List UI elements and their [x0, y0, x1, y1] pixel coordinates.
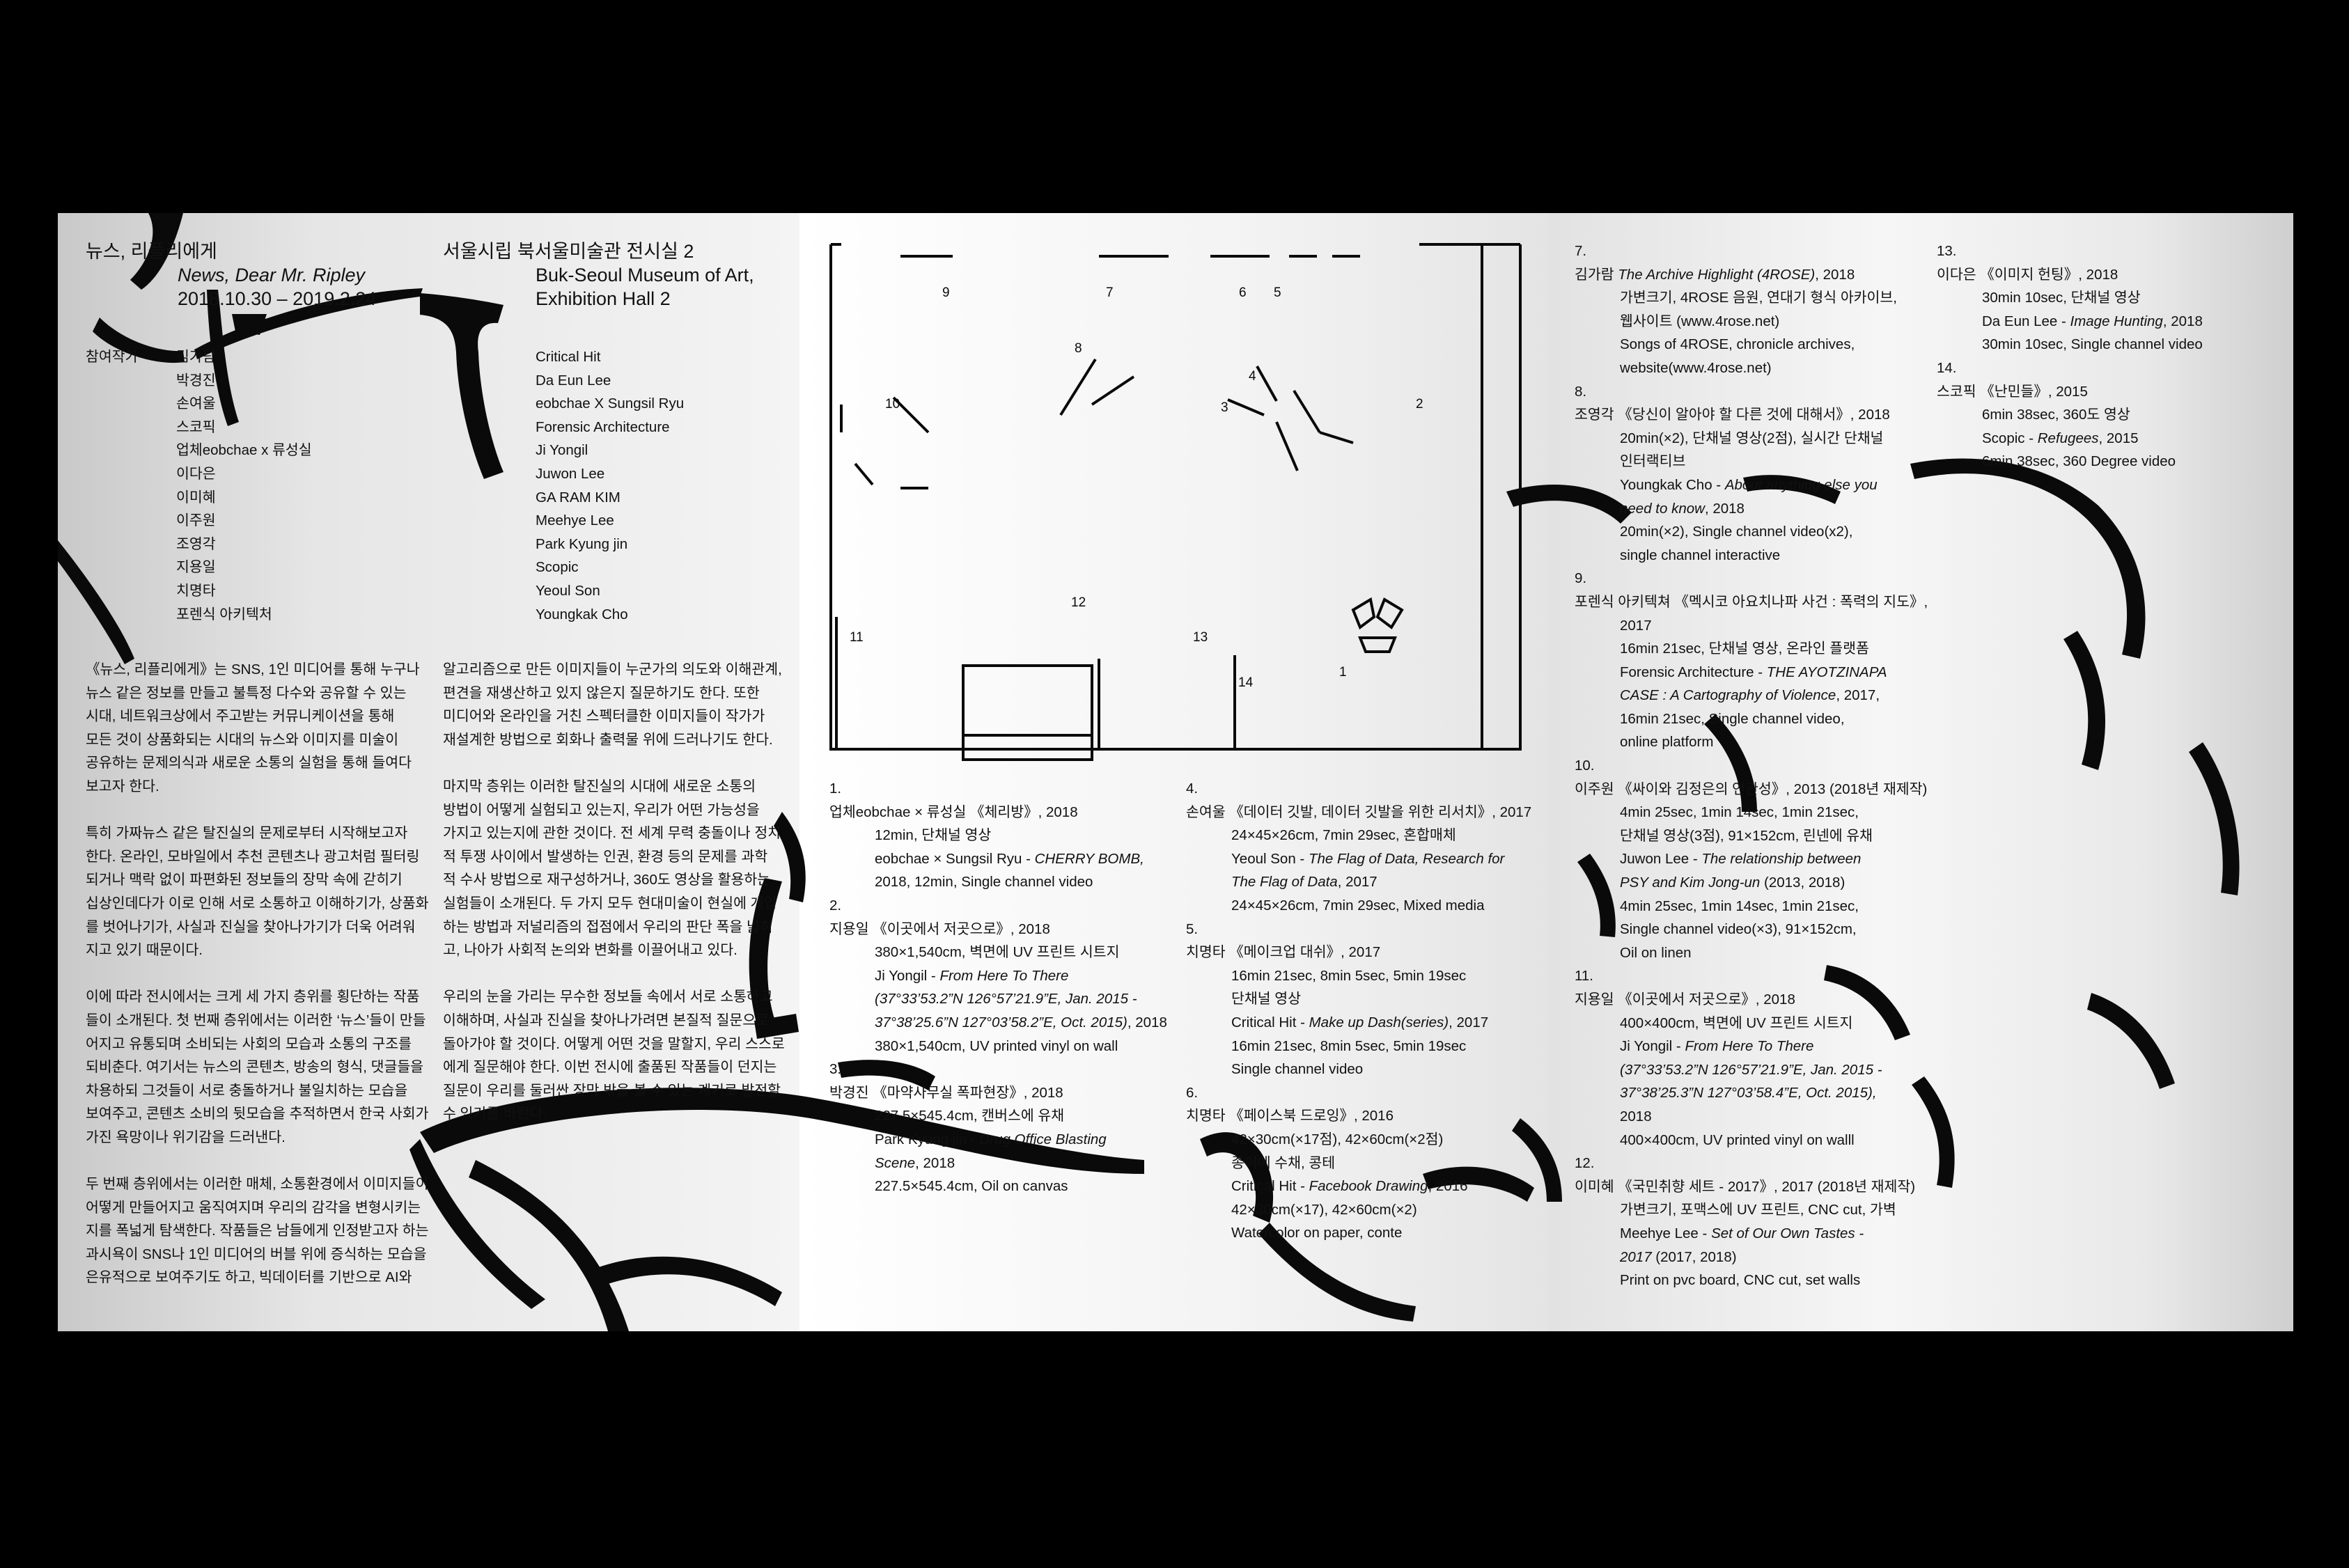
exhibition-dates: 2018.10.30 – 2019.2.24	[178, 288, 377, 309]
floor-plan-number: 5	[1274, 285, 1281, 300]
artist-name: 업체eobchae x 류성실	[176, 442, 312, 459]
floor-plan: 9 7 6 5 4 8 10 3 2 12 11 13 14 1	[829, 243, 1522, 761]
exhibition-title-en: News, Dear Mr. Ripley	[178, 265, 366, 285]
venue-ko: 서울시립 북서울미술관 전시실 2	[443, 241, 694, 262]
work-entry: 10.이주원 《싸이와 김정은의 연관성》, 2013 (2018년 재제작)4…	[1575, 758, 1928, 961]
work-entry: 12.이미혜 《국민취향 세트 - 2017》, 2017 (2018년 재제작…	[1575, 1155, 1916, 1289]
artist-name: Ji Yongil	[536, 442, 588, 459]
artist-name: Critical Hit	[536, 349, 601, 365]
artist-name: Park Kyung jin	[536, 535, 628, 552]
venue-en-line2: Exhibition Hall 2	[536, 288, 671, 309]
artist-name: Scopic	[536, 559, 579, 576]
artist-name: 조영각	[176, 535, 216, 552]
artist-name: 이미혜	[176, 489, 216, 505]
floor-plan-number: 9	[942, 285, 950, 300]
floor-plan-number: 10	[885, 397, 900, 411]
artist-name: 박경진	[176, 372, 216, 389]
work-entry: 7.김가람 The Archive Highlight (4ROSE), 201…	[1575, 243, 1897, 376]
artist-name: 이주원	[176, 512, 216, 529]
artist-name: GA RAM KIM	[536, 489, 621, 505]
venue-en-line1: Buk-Seoul Museum of Art,	[536, 265, 754, 285]
right-panel	[1548, 213, 2293, 1331]
artist-name: 김가람	[176, 349, 216, 365]
essay-column-2: 알고리즘으로 만든 이미지들이 누군가의 의도와 이해관계, 편견을 재생산하고…	[443, 661, 785, 1122]
floor-plan-number: 1	[1339, 665, 1347, 680]
floor-plan-number: 12	[1071, 595, 1086, 610]
artist-name: 손여울	[176, 395, 216, 412]
exhibition-title-ko: 뉴스, 리플리에게	[86, 241, 217, 262]
artist-name: 스코픽	[176, 418, 216, 435]
essay-column-1: 《뉴스, 리플리에게》는 SNS, 1인 미디어를 통해 누구나 뉴스 같은 정…	[86, 661, 429, 1286]
artists-list-en: Critical Hit Da Eun Lee eobchae X Sungsil …	[536, 345, 684, 626]
artist-name: Forensic Architecture	[536, 418, 670, 435]
floor-plan-number: 3	[1221, 400, 1228, 415]
middle-panel	[799, 213, 1548, 1331]
floor-plan-number: 14	[1238, 675, 1254, 690]
artist-name: eobchae X Sungsil Ryu	[536, 395, 685, 412]
artist-name: 이다은	[176, 465, 216, 482]
artist-name: 치명타	[176, 582, 216, 599]
floor-plan-number: 2	[1416, 397, 1423, 411]
floor-plan-number: 7	[1106, 285, 1114, 300]
floor-plan-number: 11	[850, 630, 864, 645]
works-list-column-3: 7.김가람 The Archive Highlight (4ROSE), 201…	[1575, 240, 1928, 1292]
floor-plan-number: 8	[1075, 341, 1082, 356]
artist-name: Yeoul Son	[536, 582, 600, 599]
artist-name: 포렌식 아키텍처	[176, 606, 272, 622]
leaflet-sheet: 뉴스, 리플리에게 News, Dear Mr. Ripley 2018.10.…	[58, 213, 2293, 1331]
brush-stroke-graphic	[58, 213, 2240, 1331]
artist-name: Juwon Lee	[536, 465, 605, 482]
artist-name: 지용일	[176, 559, 216, 576]
artists-label: 참여작가	[86, 349, 139, 365]
artist-name: Meehye Lee	[536, 512, 614, 529]
floor-plan-number: 6	[1239, 285, 1247, 300]
floor-plan-number: 13	[1193, 630, 1208, 645]
floor-plan-number: 4	[1249, 369, 1256, 384]
artist-name: Da Eun Lee	[536, 372, 611, 389]
artist-name: Youngkak Cho	[536, 606, 628, 622]
